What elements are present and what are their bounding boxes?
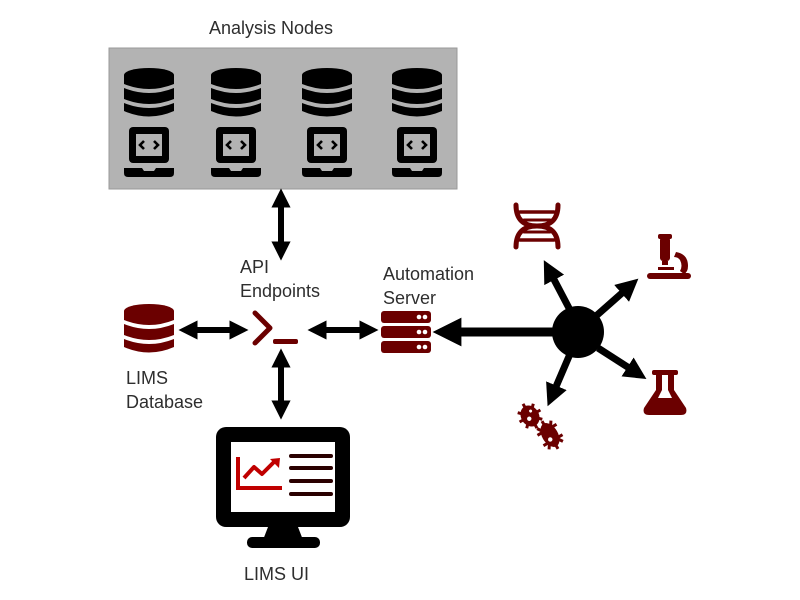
lims-ui-label: LIMS UI <box>244 564 310 584</box>
arrow-hub-bacteria <box>546 352 574 407</box>
automation-server-label-line2: Server <box>383 288 437 308</box>
microscope-icon <box>647 234 691 279</box>
flask-icon <box>643 370 687 415</box>
chart-trend-icon <box>236 457 282 490</box>
bacteria-icon <box>517 403 564 450</box>
list-lines-icon <box>289 454 333 496</box>
instrument-hub <box>552 306 604 358</box>
lims-database-label-line2: Database <box>126 392 204 412</box>
lims-database-icon <box>124 304 174 353</box>
monitor-icon <box>216 427 350 548</box>
server-icon <box>381 311 431 353</box>
analysis-nodes-label: Analysis Nodes <box>209 18 334 38</box>
dna-icon <box>513 202 561 250</box>
lims-database-label-line1: LIMS <box>126 368 169 388</box>
api-endpoints-label-line1: API <box>240 257 270 277</box>
api-endpoints-label-line2: Endpoints <box>240 281 321 301</box>
terminal-icon <box>252 310 298 346</box>
automation-server-label-line1: Automation <box>383 264 475 284</box>
arrow-hub-flask <box>596 345 647 380</box>
arrow-hub-microscope <box>593 278 639 319</box>
arrow-hub-dna <box>543 260 574 312</box>
